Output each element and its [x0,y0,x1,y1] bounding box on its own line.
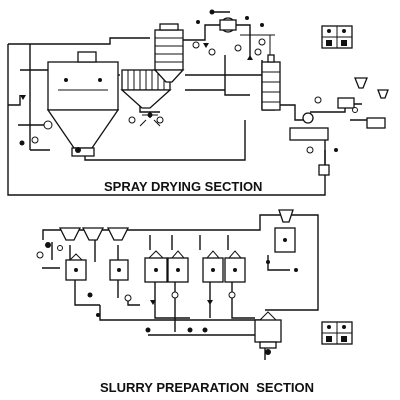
slurry-instruments [36,242,298,333]
equipment-legend-icon [321,321,353,345]
instrument-cluster-top [192,38,266,60]
mixing-tanks [65,227,296,283]
slurry-hold-tank [254,311,282,355]
exhaust-fan [196,9,264,33]
slurry-preparation-section-title: SLURRY PREPARATION SECTION [100,380,314,395]
equipment-legend-icon [321,25,353,49]
spray-drying-section: SPRAY DRYING SECTION [7,9,389,196]
scrubber-column [153,23,185,83]
spray-dryer-tower [46,51,120,157]
spray-drying-section-title: SPRAY DRYING SECTION [104,179,262,194]
feed-hoppers [58,209,294,241]
heat-exchanger-stack [261,54,281,111]
product-conveyor [289,77,389,176]
slurry-preparation-section: SLURRY PREPARATION SECTION [36,209,353,395]
bag-filter-bank [120,69,172,127]
instrument-cluster-left [19,95,164,153]
